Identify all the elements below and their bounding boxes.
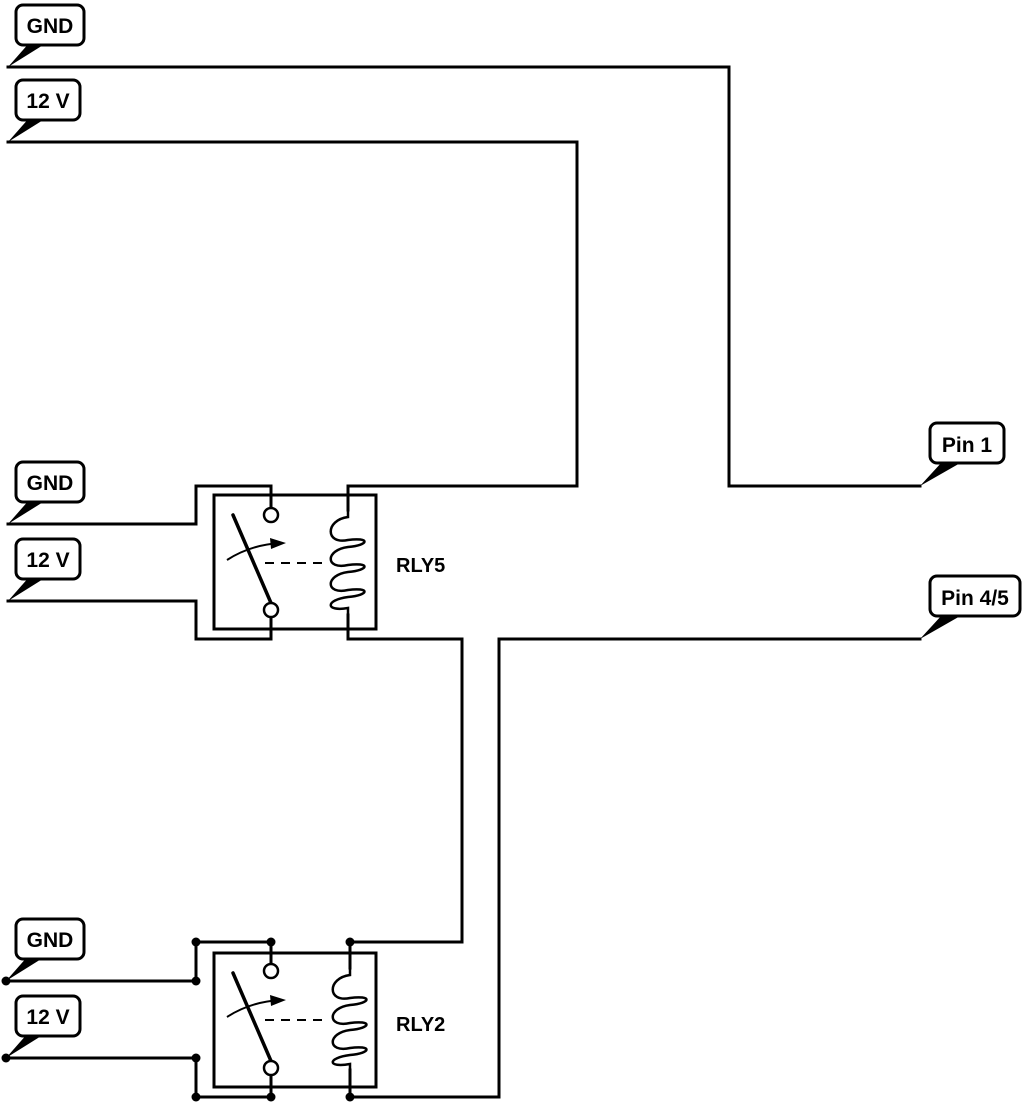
relay-rly5: RLY5 (212, 493, 445, 631)
contact-top (262, 962, 280, 980)
tag-text: GND (27, 15, 74, 38)
tag-box (928, 421, 1006, 465)
tag-text: GND (27, 929, 74, 952)
switch-blade (231, 971, 273, 1063)
junction-dot (345, 1092, 355, 1102)
wire-gnd-to-pin1 (6, 65, 922, 488)
tag-text: 12 V (26, 90, 69, 113)
tag-box (14, 917, 86, 961)
arrow-icon (270, 538, 286, 549)
relay-rly2: RLY2 (212, 951, 445, 1089)
tag-pointer (920, 615, 962, 639)
net-tag-12v-top: 12 V (8, 78, 82, 142)
tag-box (14, 3, 86, 47)
relay-body (212, 951, 378, 1089)
tag-box (928, 574, 1022, 618)
relay-label: RLY5 (396, 555, 445, 577)
tag-pointer (8, 117, 48, 142)
tag-pointer (6, 956, 46, 981)
junction-dot (191, 937, 201, 947)
tag-pointer (8, 42, 48, 67)
junction-dot (191, 1092, 201, 1102)
contact-bottom (262, 601, 280, 619)
switch-blade (231, 513, 273, 605)
net-tag-gnd-rly5: GND (8, 460, 86, 524)
junction-dot (345, 937, 355, 947)
tag-box (14, 460, 86, 504)
tag-box (14, 537, 82, 581)
relay-label: RLY2 (396, 1014, 445, 1036)
relay-body (212, 493, 378, 631)
junction-dot (266, 937, 276, 947)
net-tag-gnd-rly2: GND (6, 917, 86, 981)
arrow-icon (270, 995, 286, 1006)
tag-box (14, 78, 82, 122)
wire-12v-to-rly5-coil (6, 140, 579, 512)
tag-pointer (6, 1033, 46, 1058)
tag-pointer (920, 462, 962, 486)
net-tag-pin1: Pin 1 (920, 421, 1006, 486)
junction-dot (266, 1092, 276, 1102)
junction-dot (191, 976, 201, 986)
net-tag-gnd-top: GND (8, 3, 86, 67)
wire-rly5-coil-to-rly2 (346, 613, 464, 944)
contact-bottom (262, 1059, 280, 1077)
wire-pin45-to-rly2 (348, 637, 922, 1099)
tag-text: Pin 1 (942, 434, 993, 457)
net-tag-12v-rly2: 12 V (6, 994, 82, 1058)
coil-icon (331, 968, 368, 1070)
wire-rly5-12v (6, 599, 273, 641)
junction-dot (191, 1053, 201, 1063)
tag-pointer (8, 499, 48, 524)
tag-text: Pin 4/5 (941, 587, 1009, 610)
net-tag-pin45: Pin 4/5 (920, 574, 1022, 639)
tag-text: GND (27, 472, 74, 495)
contact-top (262, 506, 280, 524)
coil-icon (329, 510, 366, 615)
tag-text: 12 V (26, 1006, 69, 1029)
tag-text: 12 V (26, 549, 69, 572)
net-tag-12v-rly5: 12 V (8, 537, 82, 601)
tag-pointer (8, 576, 48, 601)
wire-rly2-12v (4, 1056, 273, 1099)
tag-box (14, 994, 82, 1038)
